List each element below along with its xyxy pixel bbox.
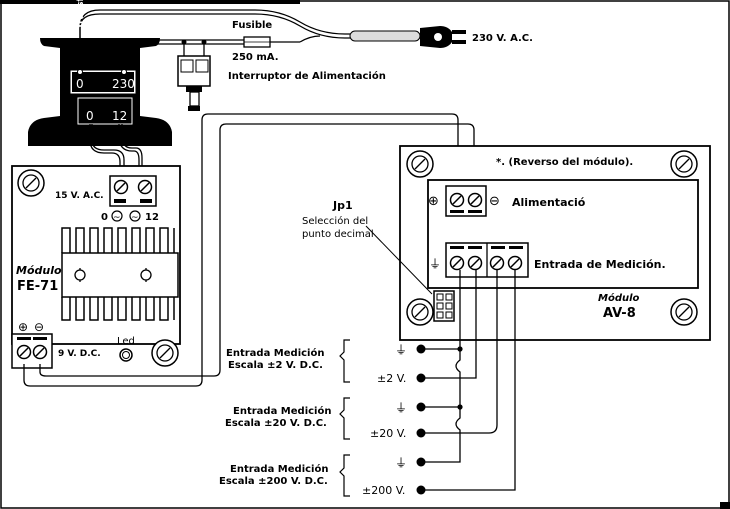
input-200v-line2: Escala ±200 V. D.C. (219, 476, 328, 487)
transformer-label: Transformer (76, 0, 86, 29)
av8-mount-hole-bl (406, 298, 434, 326)
input-group-2v: Entrada Medición Escala ±2 V. D.C. ⏚ ±2 … (226, 339, 426, 385)
jp1-line1: Selección del (302, 215, 368, 227)
plug (420, 26, 466, 48)
jp1-title: Jp1 (332, 199, 353, 212)
mains-wire-top (79, 9, 420, 72)
fe71-title-line2: FE-71 (17, 279, 58, 294)
dc-supply-wires (23, 113, 475, 387)
input-2v-ground-jack[interactable] (416, 344, 426, 354)
av8-title-line2: AV-8 (603, 306, 636, 321)
fuse-rating: 250 mA. (232, 52, 279, 63)
fe71-plus: ⊕ (18, 320, 28, 334)
av8-mount-hole-tl (406, 150, 434, 178)
input-200v-signal-jack[interactable] (416, 485, 426, 495)
fe71-mount-hole-br (151, 339, 179, 367)
av8-measure-label: Entrada de Medición. (534, 258, 666, 271)
input-2v-ground: ⏚ (395, 343, 407, 357)
av8-power-minus: ⊖ (489, 194, 500, 209)
av8-note: *. (Reverso del módulo). (496, 156, 633, 168)
input-20v-line1: Entrada Medición (233, 405, 331, 417)
input-group-20v: Entrada Medición Escala ±20 V. D.C. ⏚ ±2… (225, 397, 426, 440)
fuse-lead-join (299, 35, 321, 43)
jumper-jp1 (433, 290, 455, 322)
switch-label: Interruptor de Alimentación (228, 70, 386, 82)
input-2v-range: ±2 V. (377, 372, 406, 385)
input-200v-line1: Entrada Medición (230, 463, 328, 475)
fe71-input-label: 15 V. A.C. (55, 191, 104, 201)
input-20v-line2: Escala ±20 V. D.C. (225, 418, 327, 429)
heatsink (61, 227, 179, 321)
av8-mount-hole-br (670, 298, 698, 326)
fuse-label: Fusible (232, 20, 272, 31)
av8-ground-symbol: ⏚ (429, 257, 441, 271)
fe71-output-label: 9 V. D.C. (58, 349, 101, 359)
mains-wire-bottom (79, 13, 420, 72)
power-switch (177, 39, 211, 111)
jp1-pointer (365, 225, 433, 295)
transformer-secondary-12: 12 (112, 109, 127, 123)
power-cable (349, 30, 421, 42)
fe71-ac-0: 0 (101, 212, 108, 223)
av8-power-label: Alimentació (512, 196, 586, 209)
led-label: Led (117, 336, 135, 347)
transformer-primary-230: 230 (112, 77, 135, 91)
secondary-wire-0 (91, 124, 125, 178)
ac-symbol-1 (111, 210, 123, 222)
corner-mark (720, 502, 730, 509)
top-border-bar (0, 0, 300, 4)
av8-power-plus: ⊕ (428, 194, 439, 209)
input-200v-ground-jack[interactable] (416, 457, 426, 467)
input-20v-signal-jack[interactable] (416, 428, 426, 438)
jp1-line2: punto decimal (302, 229, 374, 240)
ac-symbol-2-label: ~ (131, 213, 139, 223)
transformer: Transformer (28, 0, 172, 146)
input-20v-ground: ⏚ (395, 401, 407, 415)
input-2v-line1: Entrada Medición (226, 347, 324, 359)
module-fe71 (11, 165, 181, 369)
mains-section: Fusible 250 mA. 230 V. A.C. (79, 9, 533, 72)
fe71-mount-hole-tl (17, 169, 45, 197)
input-2v-line2: Escala ±2 V. D.C. (228, 360, 323, 371)
input-20v-range: ±20 V. (370, 427, 406, 440)
transformer-secondary-0: 0 (86, 109, 94, 123)
ac-symbol-1-label: ~ (113, 213, 121, 223)
fe71-title-line1: Módulo (16, 264, 62, 277)
input-200v-range: ±200 V. (362, 484, 405, 497)
secondary-wire-12 (121, 124, 143, 178)
transformer-primary-0: 0 (76, 77, 84, 91)
ac-symbol-2 (129, 210, 141, 222)
av8-mount-hole-tr (670, 150, 698, 178)
input-group-200v: Entrada Medición Escala ±200 V. D.C. ⏚ ±… (219, 454, 426, 497)
input-20v-ground-jack[interactable] (416, 402, 426, 412)
plug-label: 230 V. A.C. (472, 33, 533, 44)
fe71-ac-12: 12 (145, 212, 159, 223)
module-av8 (399, 145, 711, 341)
input-2v-signal-jack[interactable] (416, 373, 426, 383)
input-200v-ground: ⏚ (395, 456, 407, 470)
av8-title-line1: Módulo (598, 292, 640, 304)
fe71-minus: ⊖ (34, 320, 44, 334)
